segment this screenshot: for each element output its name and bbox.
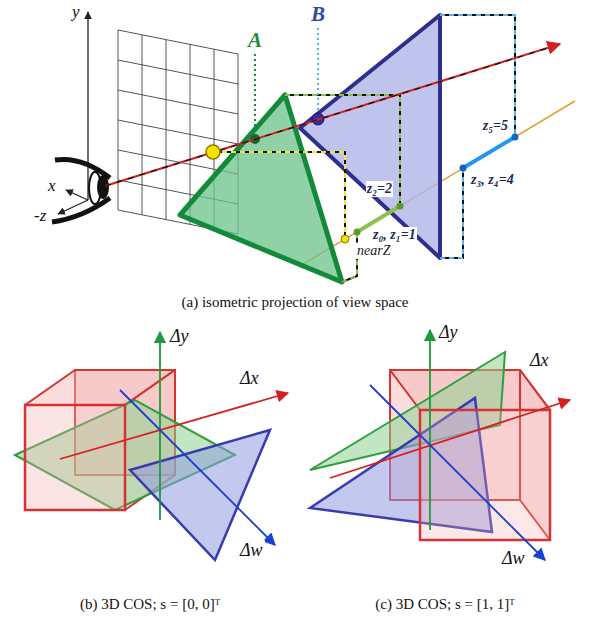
projection-line [342,232,357,282]
projection-lines [440,15,515,258]
projection-line [440,15,515,137]
point-label: A [248,28,262,52]
depth-range [463,137,515,168]
axis-line [66,190,88,200]
axis-label: x [48,176,56,196]
axis-line [330,400,570,478]
axis-label: Δx [528,350,551,371]
leader-line [317,28,319,111]
axis-line [429,330,431,530]
cos-panel-b [15,332,288,560]
depth-label: z₅=5 [482,118,509,134]
axis-line [87,12,88,200]
depth-label: z₀, z₁=1 [372,227,417,243]
view-space [52,12,575,282]
view-ray [105,44,560,186]
box-face [25,405,125,510]
projection-line [440,168,463,258]
axis-label: y [72,2,80,22]
axis-label: Δw [238,540,265,561]
eye-lid [52,198,110,222]
projection-line [440,15,515,137]
pixel-point [206,145,220,159]
triangle-a [180,95,342,282]
point-label: B [311,2,325,26]
cos-panel-c [310,330,570,560]
axis-line [120,390,275,545]
eye-iris [97,175,109,199]
subfigure-caption: (c) 3D COS; s = [1, 1]ᵀ [375,596,514,613]
view-axes [58,12,88,214]
projection-line [213,152,345,239]
near-point [341,235,349,243]
grid-line [166,40,167,220]
depth-point [397,203,404,210]
axis-label: Δy [168,326,191,347]
grid-line [118,60,238,84]
depth-label: nearZ [356,243,391,259]
grid-line [118,30,238,54]
box-face [420,410,550,540]
depth-label: z₂=2 [366,181,393,197]
depth-point [460,165,467,172]
axis-label: Δw [500,548,527,569]
axis-label: -z [34,206,46,226]
grid-line [190,44,191,224]
axis-label: Δy [437,322,460,343]
eye-symbol [52,159,110,222]
view-ray [105,48,548,186]
depth-label: z₃, z₄=4 [470,172,515,188]
axis-line [60,393,288,459]
grid-line [142,35,143,215]
projection-line [440,168,463,258]
leader-line [254,54,256,131]
axis-line [159,332,161,520]
depth-point [512,134,519,141]
triangle-volume [130,430,270,560]
subfigure-caption: (a) isometric projection of view space [182,294,409,311]
depth-point [354,229,361,236]
axis-label: Δx [238,368,261,389]
eye-lid [55,159,110,178]
grid-line [118,120,238,144]
subfigure-caption: (b) 3D COS; s = [0, 0]ᵀ [80,596,220,613]
grid-line [118,90,238,114]
axis-line [370,385,545,560]
projection-line [342,232,357,282]
projection-line [213,152,345,239]
